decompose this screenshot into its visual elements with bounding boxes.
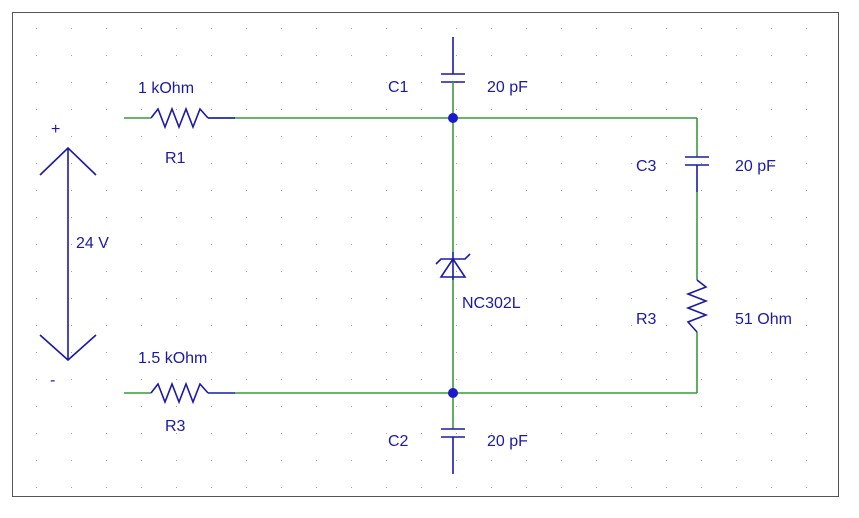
r3-left-name: R3 xyxy=(165,418,186,435)
resistor-r3-left xyxy=(150,381,209,405)
capacitor-c2 xyxy=(441,428,465,438)
r1-name: R1 xyxy=(165,150,186,167)
c3-value: 20 pF xyxy=(735,158,776,175)
c1-name: C1 xyxy=(388,79,409,96)
r3-right-name: R3 xyxy=(636,311,657,328)
junction-node-bottom xyxy=(448,388,458,398)
r1-value: 1 kOhm xyxy=(138,80,194,97)
r3-right-value: 51 Ohm xyxy=(735,311,792,328)
resistor-r1 xyxy=(150,106,209,130)
r3-left-value: 1.5 kOhm xyxy=(138,350,207,367)
capacitor-c3 xyxy=(685,156,709,166)
source-voltage-label: 24 V xyxy=(76,235,109,252)
resistor-r3-right xyxy=(685,279,709,333)
c2-value: 20 pF xyxy=(487,433,528,450)
c2-name: C2 xyxy=(388,433,409,450)
grid-dots xyxy=(36,28,807,488)
voltage-source-arrow xyxy=(39,146,97,362)
source-minus-label: - xyxy=(50,372,55,389)
sheet-border xyxy=(12,12,839,497)
c3-name: C3 xyxy=(636,158,657,175)
junction-node-top xyxy=(448,113,458,123)
diode-name: NC302L xyxy=(462,295,521,312)
c1-value: 20 pF xyxy=(487,79,528,96)
source-plus-label: + xyxy=(51,121,60,138)
capacitor-c1 xyxy=(441,73,465,83)
zener-diode-nc302l xyxy=(435,252,471,280)
